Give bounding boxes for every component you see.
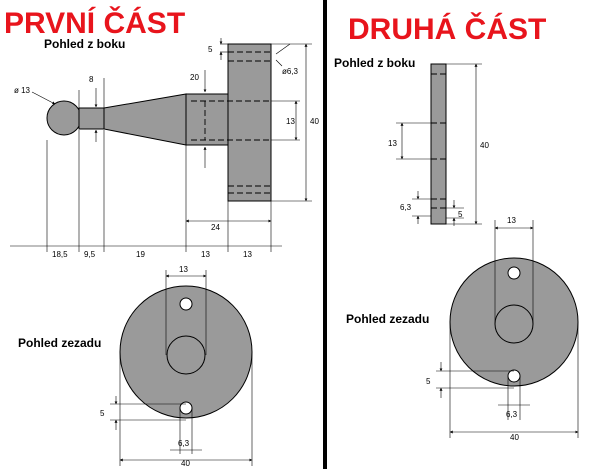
ball bbox=[46, 100, 82, 136]
left-title: PRVNÍ ČÁST bbox=[4, 6, 185, 40]
right-back-dim-63: 6,3 bbox=[506, 410, 518, 419]
right-back-view-label: Pohled zezadu bbox=[346, 312, 429, 326]
collar bbox=[185, 93, 229, 146]
right-plate bbox=[430, 63, 447, 225]
right-dim-63: 6,3 bbox=[400, 203, 412, 212]
right-back-dim-40: 40 bbox=[510, 433, 519, 442]
dim-ball-diam: ø 13 bbox=[14, 86, 31, 95]
dim-b3: 19 bbox=[136, 250, 145, 259]
right-center-hole bbox=[494, 304, 534, 344]
right-dim-5: 5 bbox=[458, 210, 463, 219]
dim-height-40: 40 bbox=[310, 117, 319, 126]
left-top-hole bbox=[179, 297, 193, 311]
right-side-view: 13 40 6,3 5 bbox=[388, 63, 489, 226]
dim-flange-top: 5 bbox=[208, 45, 213, 54]
back-dim-63: 6,3 bbox=[178, 439, 190, 448]
dim-b1: 18,5 bbox=[52, 250, 68, 259]
dim-b5: 13 bbox=[243, 250, 252, 259]
right-dim-13: 13 bbox=[388, 139, 397, 148]
center-divider bbox=[323, 0, 327, 469]
right-back-view: 13 5 6,3 40 bbox=[426, 216, 579, 442]
flange bbox=[227, 43, 272, 202]
right-dim-40: 40 bbox=[480, 141, 489, 150]
back-dim-top: 13 bbox=[179, 265, 188, 274]
cone bbox=[103, 93, 187, 146]
dim-collar: 20 bbox=[190, 73, 199, 82]
left-center-hole bbox=[166, 335, 206, 375]
back-dim-40: 40 bbox=[181, 459, 190, 468]
right-side-view-label: Pohled z boku bbox=[334, 56, 415, 70]
dim-neck: 8 bbox=[89, 75, 94, 84]
dim-hole: ø6,3 bbox=[282, 67, 299, 76]
back-dim-5: 5 bbox=[100, 409, 105, 418]
left-side-dimensions: ø 13 8 20 5 ø6,3 13 40 24 bbox=[10, 38, 319, 259]
dim-b2: 9,5 bbox=[84, 250, 96, 259]
left-side-view-label: Pohled z boku bbox=[44, 37, 125, 51]
neck bbox=[78, 107, 105, 130]
right-title: DRUHÁ ČÁST bbox=[348, 12, 546, 46]
dim-b4: 13 bbox=[201, 250, 210, 259]
left-side-view bbox=[46, 43, 272, 202]
left-back-view-label: Pohled zezadu bbox=[18, 336, 101, 350]
dim-len-24: 24 bbox=[211, 223, 220, 232]
right-bottom-hole bbox=[507, 369, 521, 383]
dim-shaft-13: 13 bbox=[286, 117, 295, 126]
left-back-view: 13 5 6,3 40 bbox=[100, 265, 253, 468]
right-back-dim-5: 5 bbox=[426, 377, 431, 386]
right-back-dim-top: 13 bbox=[507, 216, 516, 225]
right-top-hole bbox=[507, 266, 521, 280]
